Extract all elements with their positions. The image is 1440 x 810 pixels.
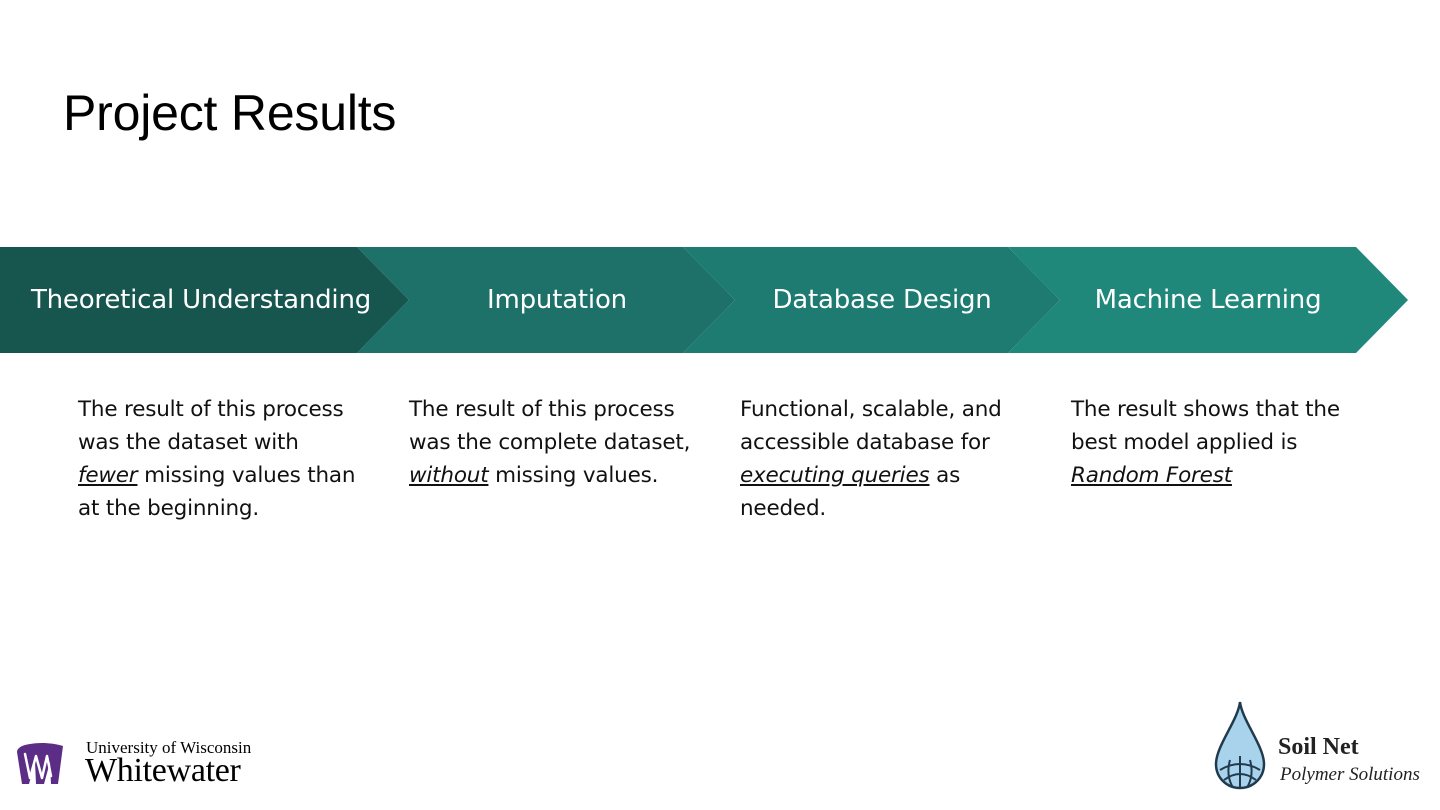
step-label-machine-learning: Machine Learning [1094,285,1322,315]
process-chevron-band: Machine Learning Database Design Imputat… [0,247,1440,353]
step-description-theoretical-understanding: The result of this process was the datas… [78,393,358,525]
desc-emphasis: without [409,463,489,488]
desc-text: The result shows that the best model app… [1071,397,1340,455]
uww-logo-line1: University of Wisconsin [86,738,252,757]
step-description-imputation: The result of this process was the compl… [409,393,691,492]
desc-emphasis: fewer [78,463,138,488]
desc-text: The result of this process was the compl… [409,397,691,455]
desc-text: as needed. [740,463,961,521]
step-chevron-database-design: Database Design [683,247,1060,353]
step-chevron-machine-learning: Machine Learning [1008,247,1408,353]
step-chevron-imputation: Imputation [357,247,735,353]
step-label-imputation: Imputation [487,285,627,315]
step-description-machine-learning: The result shows that the best model app… [1071,393,1361,492]
desc-text: The result of this process was the datas… [78,397,344,455]
step-label-database-design: Database Design [772,285,992,315]
uww-logo-line2: Whitewater [85,752,241,789]
desc-text: missing values than at the beginning. [78,463,356,521]
soilnet-logo-subtitle: Polymer Solutions [1280,764,1420,785]
step-label-theoretical-understanding: Theoretical Understanding [30,285,372,315]
desc-text: Functional, scalable, and accessible dat… [740,397,1002,455]
uww-w-mark-icon [17,742,63,784]
water-drop-globe-icon [1214,701,1266,790]
soilnet-logo: Soil Net Polymer Solutions [1212,700,1436,792]
desc-emphasis: executing queries [740,463,930,488]
soilnet-logo-name: Soil Net [1278,734,1359,760]
desc-text: missing values. [488,463,659,488]
step-chevron-theoretical-understanding: Theoretical Understanding [0,247,409,353]
step-description-database-design: Functional, scalable, and accessible dat… [740,393,1022,525]
slide-title: Project Results [63,85,397,141]
desc-emphasis: Random Forest [1071,463,1232,488]
uww-logo: University of Wisconsin Whitewater [16,738,266,790]
